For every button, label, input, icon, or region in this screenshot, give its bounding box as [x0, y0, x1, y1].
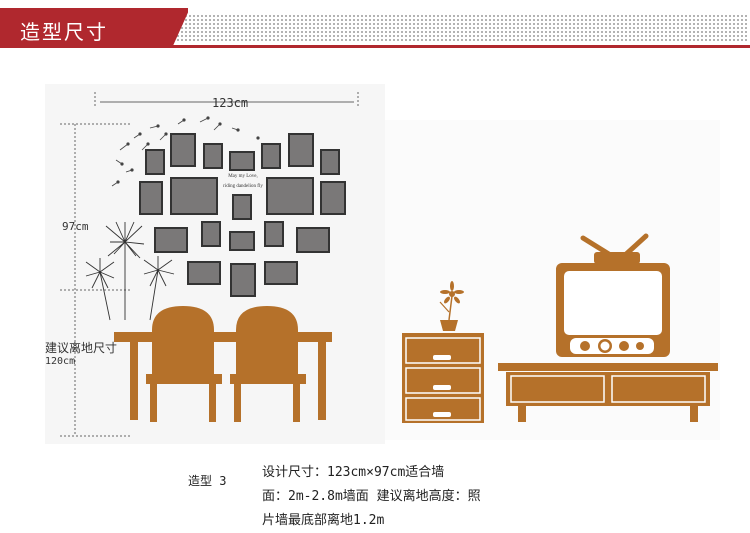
retro-tv: [556, 233, 670, 357]
photo-frames: [139, 133, 346, 297]
dandelion-seeds: [111, 117, 239, 187]
caption-line1: 设计尺寸：123cm×97cm适合墙: [262, 465, 445, 480]
caption-line2: 面：2m-2.8m墙面 建议离地高度：照: [262, 489, 481, 504]
table-leg-left: [130, 342, 138, 420]
dining-set: [114, 306, 332, 422]
height-label: 97cm: [62, 220, 89, 233]
frame-text-line1: May my Love,: [228, 174, 258, 179]
table-leg-right: [318, 342, 326, 420]
header-dot-pattern: [168, 14, 748, 42]
caption-line3: 片墙最底部离地1.2m: [262, 513, 385, 528]
chair-right-back: [236, 306, 298, 374]
table-top: [114, 332, 332, 342]
section-header: 造型尺寸: [0, 0, 750, 48]
frame-text-line2: riding dandelion fly: [223, 184, 263, 189]
header-tab: [0, 8, 188, 48]
dandelion-flowers: [85, 221, 175, 321]
seed-dots: [116, 116, 260, 184]
model-label: 造型 3: [188, 474, 227, 488]
dimension-lines: [60, 92, 359, 437]
width-label: 123cm: [212, 96, 249, 110]
header-underline: [172, 45, 750, 48]
install-value: 120cm: [45, 356, 76, 367]
chair-right-seat: [230, 374, 306, 384]
install-label: 建议离地尺寸: [45, 341, 118, 355]
chair-left-back: [152, 306, 214, 374]
flower-pot: [439, 281, 464, 331]
drawer-cabinet: [402, 333, 484, 423]
tv-stand: [498, 363, 718, 422]
section-title: 造型尺寸: [20, 20, 108, 44]
chair-left-seat: [146, 374, 222, 384]
